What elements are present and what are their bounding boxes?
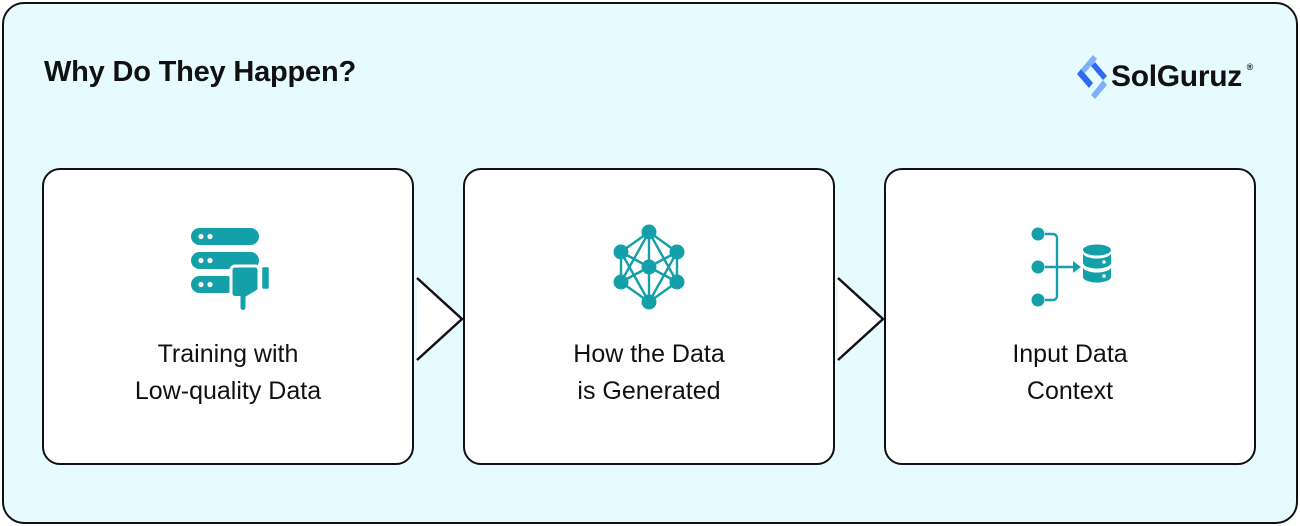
step-label: Training with Low-quality Data — [134, 340, 322, 405]
arrow-connector-icon — [837, 277, 885, 361]
brand-name-text: SolGuruz — [1111, 60, 1242, 93]
server-thumbs-down-icon — [191, 228, 272, 312]
page-title: Why Do They Happen? — [44, 56, 356, 88]
step-label: How the Data is Generated — [573, 340, 725, 405]
registered-mark: ® — [1246, 62, 1254, 72]
data-input-database-icon — [1031, 227, 1111, 307]
brand-logo: SolGuruz ® — [1074, 51, 1253, 103]
solguruz-chevron-logo-icon — [1077, 55, 1107, 99]
neural-network-icon — [613, 224, 685, 310]
step-card-input-context: Input Data Context — [884, 168, 1256, 465]
brand-name: SolGuruz ® — [1111, 60, 1253, 94]
step-card-training-data: Training with Low-quality Data — [42, 168, 414, 465]
arrow-connector-icon — [416, 277, 464, 361]
step-label: Input Data Context — [1012, 340, 1128, 405]
step-card-data-generation: How the Data is Generated — [463, 168, 835, 465]
